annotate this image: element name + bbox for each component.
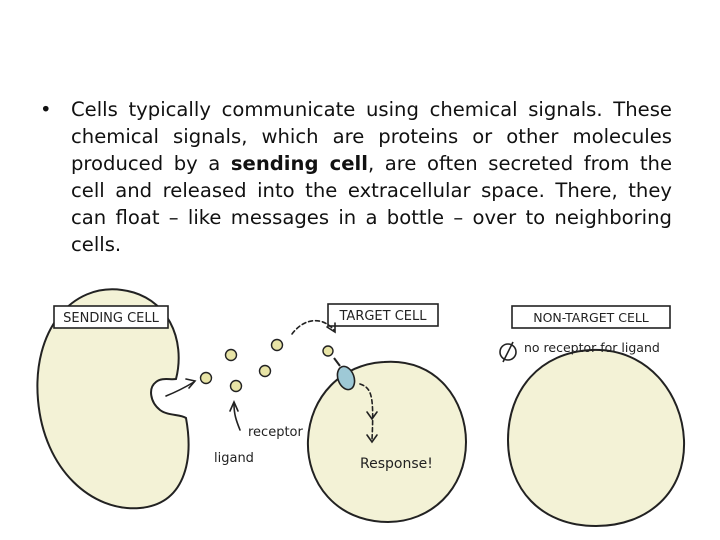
ligand-molecule <box>224 348 238 362</box>
bullet-text: Cells typically communicate using chemic… <box>71 96 672 258</box>
target-cell-label: TARGET CELL <box>339 309 428 324</box>
bullet-text-start: Cells typically communicate using chemic… <box>71 98 672 175</box>
sending-cell-label: SENDING CELL <box>63 311 159 326</box>
ligand-molecule <box>258 364 272 378</box>
sending-cell-label-box <box>53 305 169 329</box>
ligand-molecule <box>270 338 284 352</box>
receptor-label: receptor <box>248 425 304 440</box>
bullet-point: • Cells typically communicate using chem… <box>40 96 672 258</box>
bullet-text-end: , are often secreted from the cell and r… <box>71 152 672 256</box>
ligand-label: ligand <box>214 451 254 466</box>
response-label: Response! <box>360 456 433 472</box>
bound-ligand <box>322 345 334 357</box>
ligand-molecule <box>229 379 243 393</box>
response-arrow <box>359 383 374 441</box>
target-cell <box>306 360 468 524</box>
no-receptor-label: no receptor for ligand <box>524 340 660 355</box>
bullet-symbol: • <box>40 98 52 121</box>
non-target-cell <box>506 348 686 528</box>
sending-cell <box>36 288 190 510</box>
release-arrow <box>165 381 195 397</box>
sending-cell-emphasis: sending cell <box>230 152 368 175</box>
target-cell-label-box <box>327 303 439 327</box>
non-target-cell-label-box <box>511 305 671 329</box>
non-target-cell-label: NON-TARGET CELL <box>533 310 649 325</box>
travel-arrow <box>291 319 335 335</box>
no-symbol-icon <box>499 341 517 363</box>
receptor <box>322 345 356 391</box>
receptor-arrow <box>233 403 241 431</box>
ligand-molecule <box>199 371 213 385</box>
